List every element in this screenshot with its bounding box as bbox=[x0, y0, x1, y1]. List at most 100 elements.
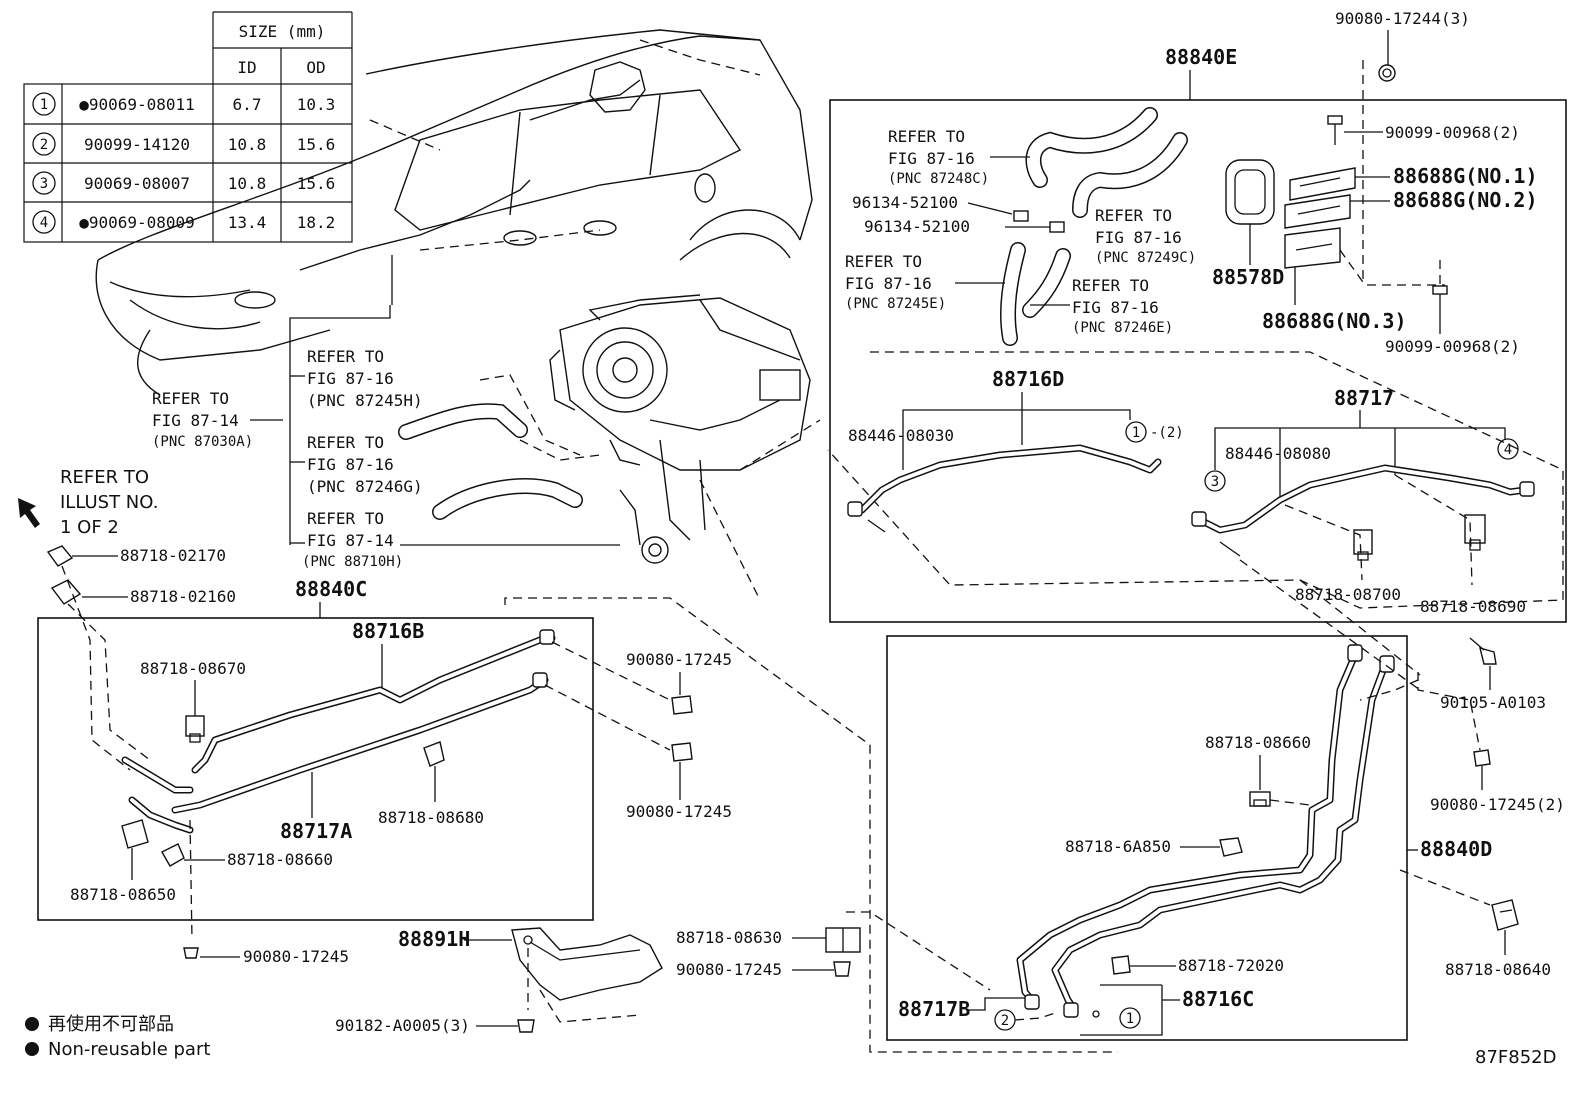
part-88717: 88717 bbox=[1334, 386, 1394, 410]
row-part: 90099-14120 bbox=[84, 135, 190, 154]
box-88840c bbox=[37, 617, 594, 921]
refer-87246e: REFER TO FIG 87-16 (PNC 87246E) bbox=[1072, 276, 1173, 336]
part-88716c: 88716C bbox=[1182, 987, 1254, 1011]
refer-line: REFER TO bbox=[1095, 206, 1172, 225]
fitting-icon bbox=[1063, 1002, 1079, 1018]
clamp-88718-6a850 bbox=[1219, 837, 1243, 857]
row-id: 13.4 bbox=[228, 213, 267, 232]
part-88718-08630: 88718-08630 bbox=[676, 928, 782, 947]
part-88840c: 88840C bbox=[295, 577, 367, 601]
legend: 再使用不可部品 Non-reusable part bbox=[25, 1014, 210, 1060]
clip-icon bbox=[833, 961, 851, 977]
part-88718-08680: 88718-08680 bbox=[378, 808, 484, 827]
circle-ref-2: 2 bbox=[1001, 1013, 1009, 1029]
table-header-od: OD bbox=[306, 58, 325, 77]
fitting-icon bbox=[539, 629, 555, 645]
table-row: 4 ●90069-08009 13.4 18.2 bbox=[32, 210, 336, 234]
clamp-88718-08700 bbox=[1353, 529, 1373, 561]
row-id: 10.8 bbox=[228, 135, 267, 154]
part-90080-17245-b: 90080-17245 bbox=[626, 802, 732, 821]
clamp-88718-08640 bbox=[1491, 899, 1519, 931]
part-90080-17245-a: 90080-17245 bbox=[626, 650, 732, 669]
part-88446-08030: 88446-08030 bbox=[848, 426, 954, 445]
bullet-icon bbox=[25, 1017, 39, 1031]
circle-ref-4: 4 bbox=[1504, 442, 1512, 458]
refer-87030a: REFER TO FIG 87-14 (PNC 87030A) bbox=[152, 389, 253, 450]
fitting-icon bbox=[1191, 511, 1207, 527]
part-88688g-no2: 88688G(NO.2) bbox=[1393, 188, 1538, 212]
table-header-size: SIZE (mm) bbox=[239, 22, 326, 41]
clamp-88718-08660-left bbox=[161, 843, 185, 867]
refer-87248c: REFER TO FIG 87-16 (PNC 87248C) bbox=[888, 127, 989, 187]
bolt-icon bbox=[1469, 637, 1497, 665]
part-88446-08080: 88446-08080 bbox=[1225, 444, 1331, 463]
refer-line: REFER TO bbox=[307, 347, 384, 366]
row-od: 15.6 bbox=[297, 174, 336, 193]
row-index: 3 bbox=[40, 176, 48, 192]
refer-line: FIG 87-14 bbox=[307, 531, 394, 550]
clip-icon bbox=[1473, 749, 1491, 767]
part-88716d: 88716D bbox=[992, 367, 1064, 391]
refer-line: (PNC 87246E) bbox=[1072, 320, 1173, 336]
clamp-88718-08680 bbox=[423, 741, 445, 767]
bolt-icon bbox=[1327, 115, 1343, 145]
part-88717b: 88717B bbox=[898, 997, 970, 1021]
size-table: SIZE (mm) ID OD 1 ●90069-08011 6.7 10.3 … bbox=[23, 11, 353, 243]
bolt-icon bbox=[1432, 285, 1448, 310]
refer-line: FIG 87-14 bbox=[152, 411, 239, 430]
part-88718-08690: 88718-08690 bbox=[1420, 597, 1526, 616]
row-od: 18.2 bbox=[297, 213, 336, 232]
clamp-88718-08630 bbox=[825, 927, 861, 953]
refer-line: FIG 87-16 bbox=[307, 455, 394, 474]
refer-line: FIG 87-16 bbox=[307, 369, 394, 388]
refer-line: (PNC 87248C) bbox=[888, 171, 989, 187]
bullet-icon bbox=[25, 1042, 39, 1056]
part-88891h: 88891H bbox=[398, 927, 470, 951]
circle-ref-1: 1 bbox=[1132, 425, 1140, 441]
part-88578d: 88578D bbox=[1212, 265, 1284, 289]
refer-line: REFER TO bbox=[307, 509, 384, 528]
refer-88710h: REFER TO FIG 87-14 (PNC 88710H) bbox=[302, 509, 403, 570]
part-88718-08640: 88718-08640 bbox=[1445, 960, 1551, 979]
pipe-88717a bbox=[171, 676, 549, 814]
row-od: 10.3 bbox=[297, 95, 336, 114]
refer-line: (PNC 88710H) bbox=[302, 554, 403, 570]
part-88718-6a850: 88718-6A850 bbox=[1065, 837, 1171, 856]
part-88718-02160: 88718-02160 bbox=[130, 587, 236, 606]
part-88716b: 88716B bbox=[352, 619, 424, 643]
fitting-icon bbox=[532, 672, 548, 688]
part-96134-52100-a: 96134-52100 bbox=[852, 193, 958, 212]
refer-line: REFER TO bbox=[845, 252, 922, 271]
part-88840e: 88840E bbox=[1165, 45, 1237, 69]
table-header-id: ID bbox=[237, 58, 256, 77]
part-90080-17244: 90080-17244(3) bbox=[1335, 9, 1470, 28]
refer-line: REFER TO bbox=[307, 433, 384, 452]
part-90080-17245-c: 90080-17245 bbox=[243, 947, 349, 966]
arrow-up-left-icon bbox=[18, 498, 40, 528]
refer-line: ILLUST NO. bbox=[60, 492, 158, 513]
row-part: 90069-08007 bbox=[84, 174, 190, 193]
refer-line: (PNC 87249C) bbox=[1095, 250, 1196, 266]
table-row: 3 90069-08007 10.8 15.6 bbox=[32, 171, 336, 195]
bracket-88891h bbox=[511, 927, 663, 1001]
part-88718-02170: 88718-02170 bbox=[120, 546, 226, 565]
refer-line: REFER TO bbox=[888, 127, 965, 146]
legend-jp: 再使用不可部品 bbox=[48, 1014, 174, 1035]
refer-line: REFER TO bbox=[152, 389, 229, 408]
part-90080-17245-d: 90080-17245 bbox=[676, 960, 782, 979]
table-row: 1 ●90069-08011 6.7 10.3 bbox=[32, 92, 336, 116]
hose-clamp-icon bbox=[1013, 210, 1029, 222]
hvac-unit bbox=[549, 294, 821, 601]
circle-ref-3: 3 bbox=[1211, 474, 1219, 490]
clamp-88718-08690 bbox=[1464, 514, 1486, 551]
circle-ref-1-lower: 1 bbox=[1126, 1011, 1134, 1027]
row-id: 10.8 bbox=[228, 174, 267, 193]
part-90099-00968-bot: 90099-00968(2) bbox=[1385, 337, 1520, 356]
clamp-88718-08670 bbox=[185, 715, 205, 743]
vehicle-outline bbox=[95, 29, 813, 396]
hose-clamp-icon bbox=[1049, 221, 1065, 233]
part-88840d: 88840D bbox=[1420, 837, 1492, 861]
part-88718-08660-left: 88718-08660 bbox=[227, 850, 333, 869]
clamp-88718-72020 bbox=[1111, 955, 1131, 975]
part-90105-a0103: 90105-A0103 bbox=[1440, 693, 1546, 712]
